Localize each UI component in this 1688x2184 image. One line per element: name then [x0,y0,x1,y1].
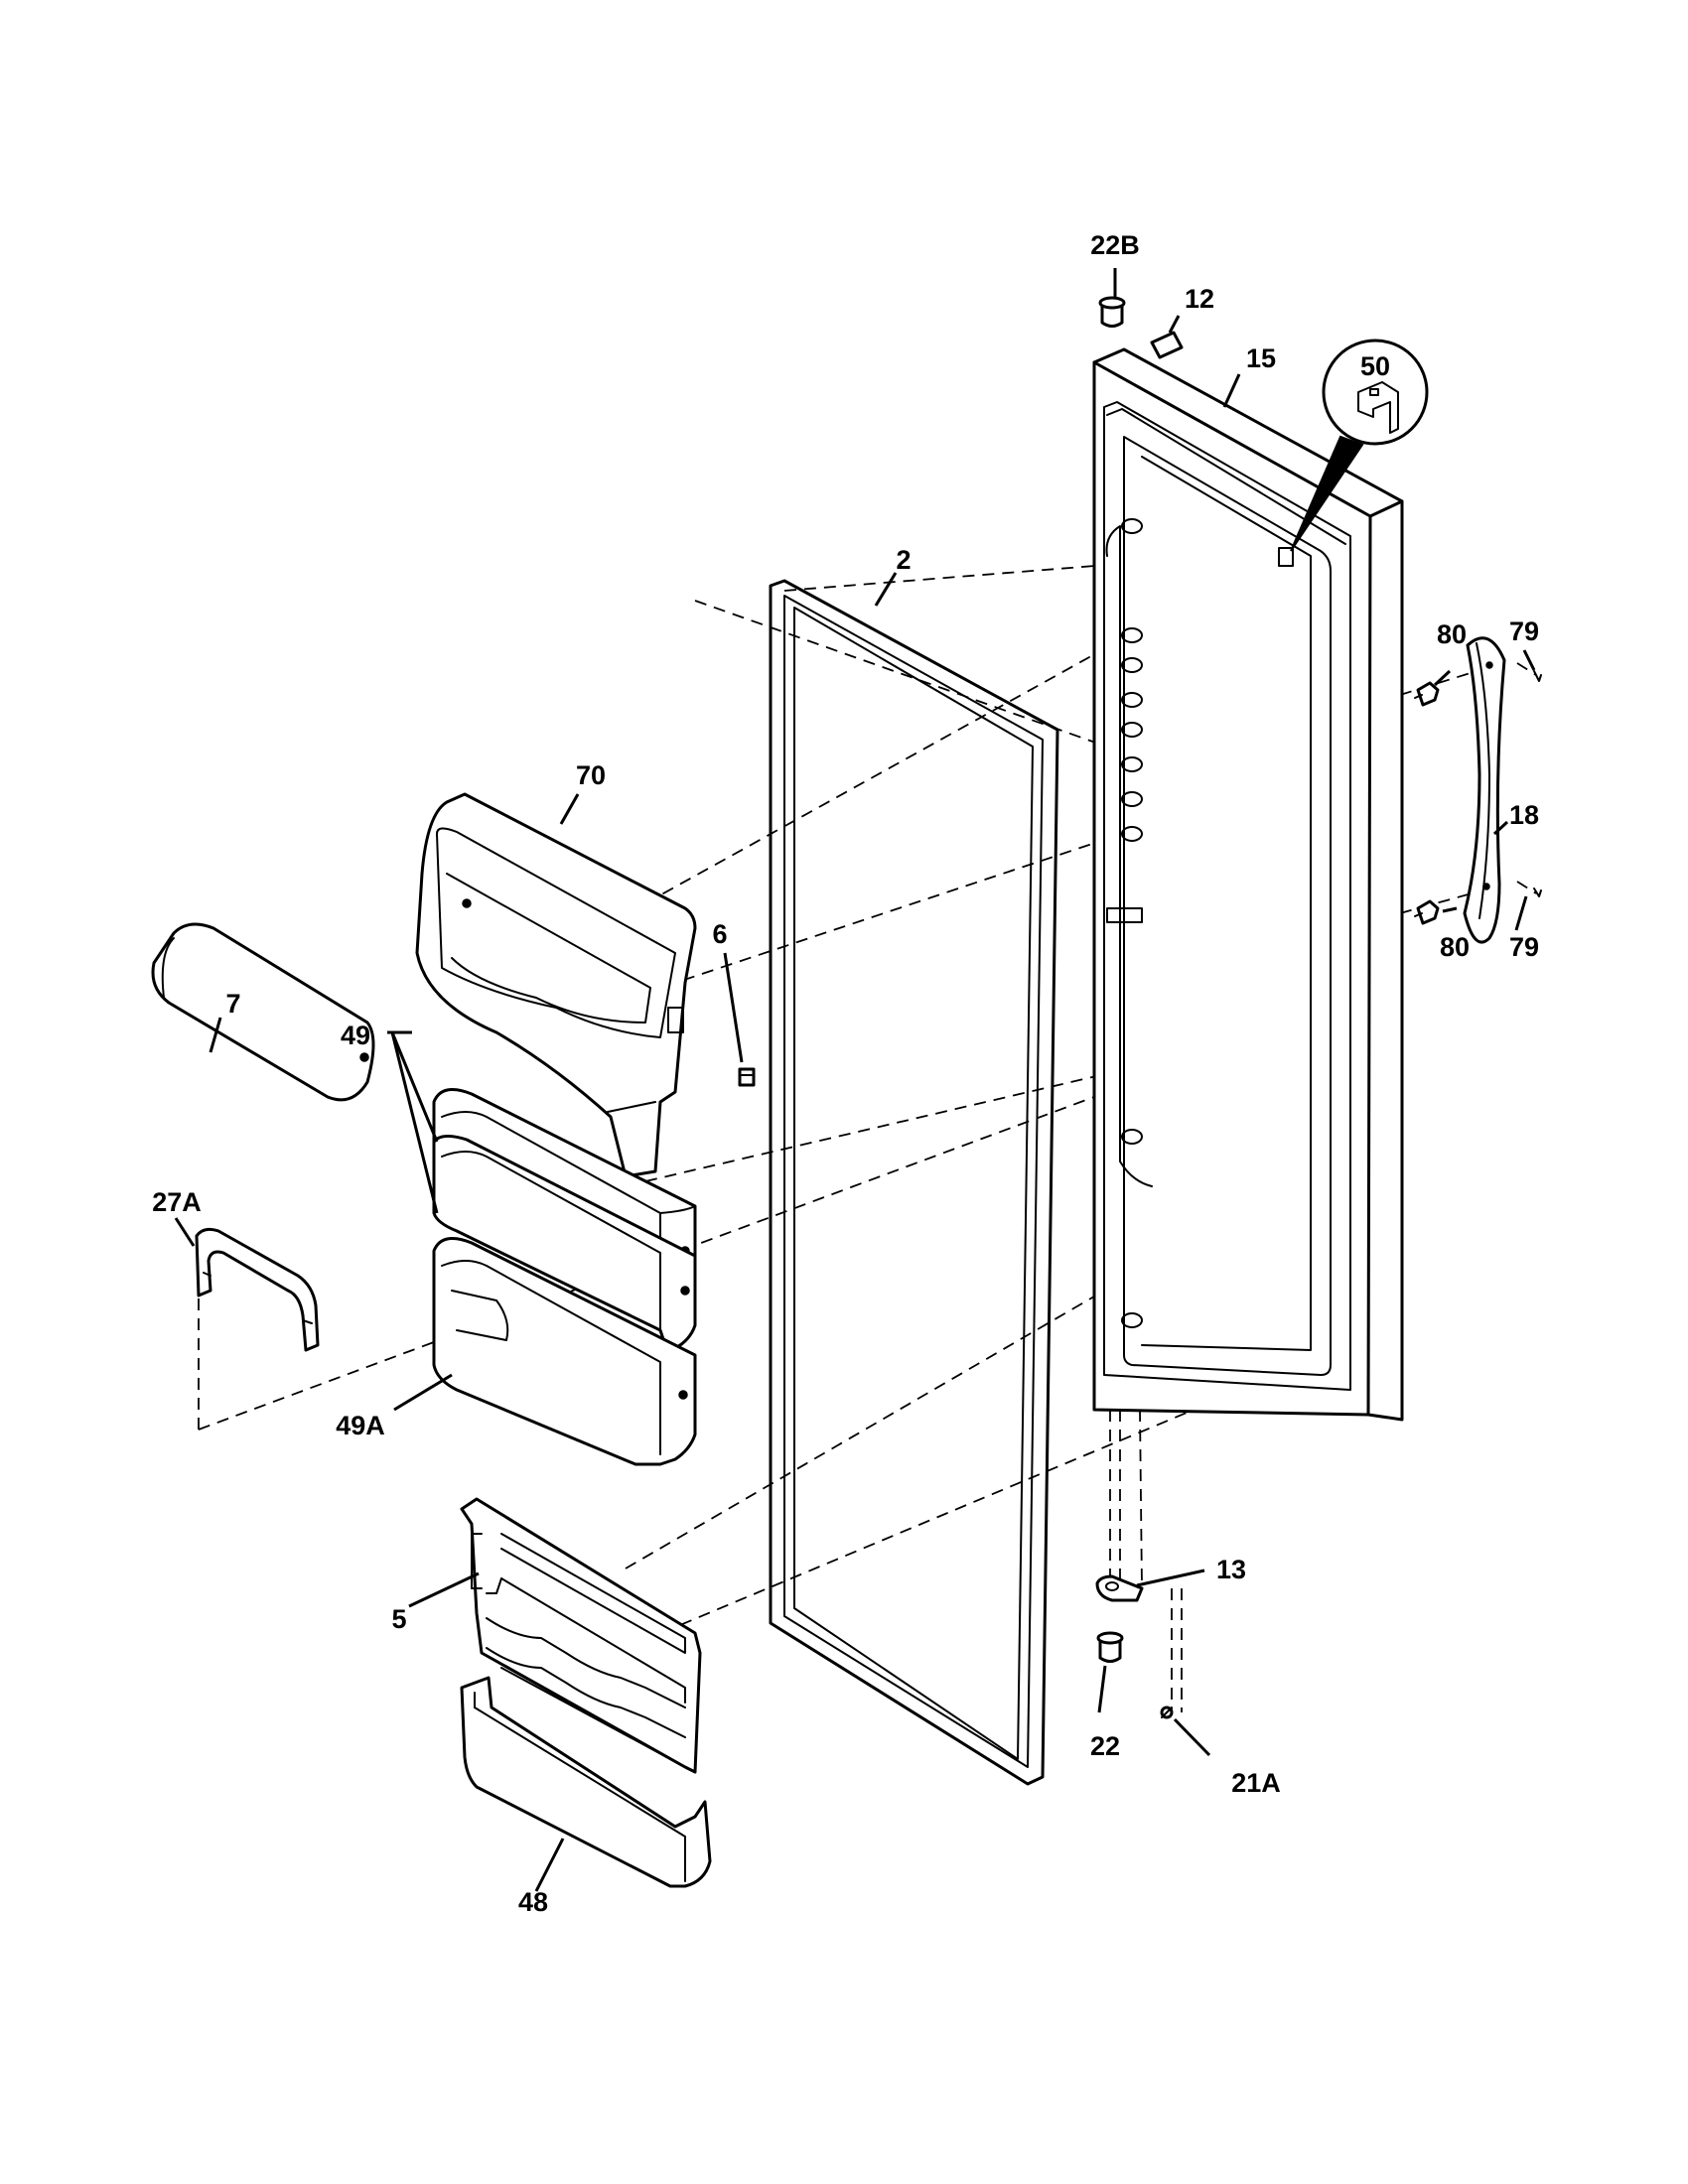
callout-50: 50 [1360,351,1390,381]
callout-22: 22 [1090,1731,1120,1761]
callout-22B: 22B [1090,230,1140,260]
door-bin-middle [432,1135,697,1350]
callout-79-upper: 79 [1509,616,1539,646]
handle-screw-upper [1533,670,1542,682]
door-label [1150,331,1184,359]
bottom-hinge-bracket [1095,1574,1144,1602]
door-shelf-studs [1106,518,1143,1328]
dairy-door-handle [195,1227,320,1352]
callout-49: 49 [341,1021,370,1050]
compartment-clip [738,1067,756,1087]
callout-48: 48 [518,1887,548,1917]
callout-13: 13 [1216,1555,1246,1584]
callout-27A: 27A [152,1187,202,1217]
callout-79-lower: 79 [1509,932,1539,962]
door-bin-large [432,1237,697,1466]
leader-lines [174,268,1536,1892]
door-gasket [769,579,1059,1786]
hinge-screw [1160,1706,1174,1719]
callout-70: 70 [576,760,606,790]
callout-2: 2 [896,545,911,575]
callout-80-upper: 80 [1437,619,1467,649]
bottom-hinge-bushing [1096,1631,1124,1663]
door-handle [1463,636,1506,944]
handle-stud-lower [1414,899,1440,925]
callout-labels: 22B 12 15 50 2 80 79 18 70 6 7 49 27A 80… [152,230,1539,1917]
callout-6: 6 [712,919,727,949]
bracket-inset [1290,339,1429,552]
handle-stud-upper [1414,681,1440,707]
callout-49A: 49A [336,1411,385,1440]
callout-12: 12 [1185,284,1214,314]
door-bin-bottom [460,1676,712,1888]
door-assembly [1092,347,1404,1422]
door-shelf-rack [460,1497,702,1774]
callout-21A: 21A [1231,1768,1281,1798]
door-cam-bracket [1278,547,1294,567]
dairy-compartment [415,792,697,1178]
callout-15: 15 [1246,343,1276,373]
handle-screw-lower [1533,887,1542,897]
callout-7: 7 [225,989,240,1019]
callout-18: 18 [1509,800,1539,830]
callout-80-lower: 80 [1440,932,1470,962]
dairy-door [151,922,375,1102]
callout-5: 5 [391,1604,406,1634]
top-hinge-bushing [1098,296,1126,328]
